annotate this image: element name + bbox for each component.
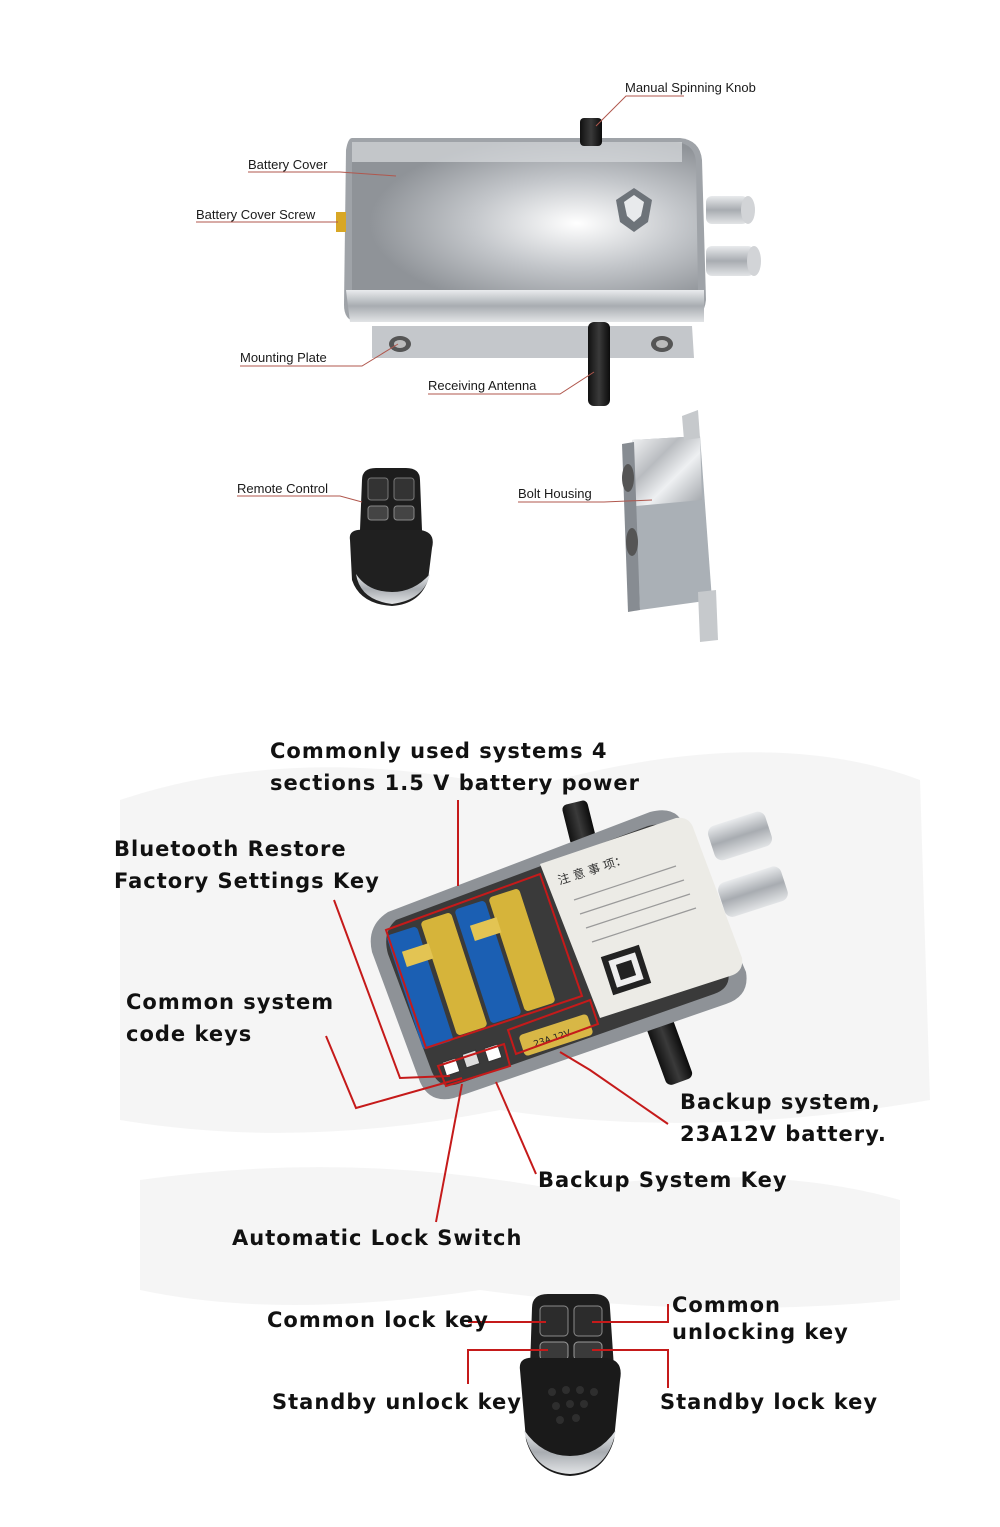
- leader-antenna: [428, 371, 595, 395]
- label-backup-battery-line2: 23A12V battery.: [680, 1122, 887, 1146]
- label-standby-lock-key: Standby lock key: [660, 1390, 879, 1414]
- leader-standby-lock: [592, 1349, 669, 1388]
- leader-auto-lock: [435, 1083, 463, 1223]
- lock-body: [336, 118, 761, 406]
- leader-backup-battery: [559, 1051, 669, 1125]
- label-battery-cover-screw: Battery Cover Screw: [196, 207, 316, 222]
- label-receiving-antenna: Receiving Antenna: [428, 378, 537, 393]
- remote-grip-dots: [548, 1386, 598, 1424]
- label-bt-restore-line1: Bluetooth Restore: [114, 837, 347, 861]
- label-backup-system-key: Backup System Key: [538, 1168, 788, 1192]
- label-batteries-line1: Commonly used systems 4: [270, 739, 608, 763]
- label-backup-battery-line1: Backup system,: [680, 1090, 881, 1114]
- aa-batteries: [387, 889, 555, 1049]
- label-common-code-line1: Common system: [126, 990, 335, 1014]
- label-manual-spinning-knob: Manual Spinning Knob: [625, 80, 756, 95]
- bolt-housing: [622, 410, 718, 642]
- bottom-leader-lines: [325, 800, 669, 1223]
- label-common-code-line2: code keys: [126, 1022, 253, 1046]
- label-common-lock-key: Common lock key: [267, 1308, 489, 1332]
- remote-leader-lines: [467, 1304, 669, 1388]
- label-bt-restore-line2: Factory Settings Key: [114, 869, 380, 893]
- label-standby-unlock-key: Standby unlock key: [272, 1390, 522, 1414]
- lock-body-illustration: [196, 95, 761, 642]
- label-bolt-housing: Bolt Housing: [518, 486, 592, 501]
- label-bt-restore: Bluetooth Restore Factory Settings Key: [114, 833, 380, 897]
- label-automatic-lock-switch: Automatic Lock Switch: [232, 1226, 523, 1250]
- leader-bolt-housing: [518, 499, 653, 503]
- remote-control-small: [349, 468, 433, 606]
- leader-common-unlock: [592, 1304, 669, 1323]
- bt-restore-key: [461, 1049, 481, 1069]
- label-batteries-line2: sections 1.5 V battery power: [270, 771, 641, 795]
- label-common-unlocking-key: Common unlocking key: [672, 1292, 849, 1346]
- leader-bt-restore: [333, 899, 451, 1080]
- leader-standby-unlock: [467, 1349, 548, 1384]
- leader-knob: [595, 95, 684, 127]
- leader-battery-cover: [248, 171, 397, 177]
- leader-common-code: [325, 1035, 463, 1110]
- label-battery-cover: Battery Cover: [248, 157, 328, 172]
- leader-remote: [237, 495, 363, 503]
- open-lock-body: 注 意 事 项： 23A 12V: [370, 800, 788, 1100]
- label-common-unlock-line2: unlocking key: [672, 1320, 849, 1344]
- label-mounting-plate: Mounting Plate: [240, 350, 327, 365]
- top-leader-lines: [196, 95, 684, 503]
- label-backup-battery: Backup system, 23A12V battery.: [680, 1086, 887, 1150]
- label-common-system-code-keys: Common system code keys: [126, 986, 334, 1050]
- leader-mounting-plate: [240, 343, 399, 367]
- label-remote-control: Remote Control: [237, 481, 329, 496]
- label-common-unlock-line1: Common: [672, 1293, 781, 1317]
- notice-text-lines: [573, 865, 697, 943]
- leader-backup-key: [495, 1081, 537, 1175]
- label-batteries: Commonly used systems 4 sections 1.5 V b…: [270, 735, 640, 799]
